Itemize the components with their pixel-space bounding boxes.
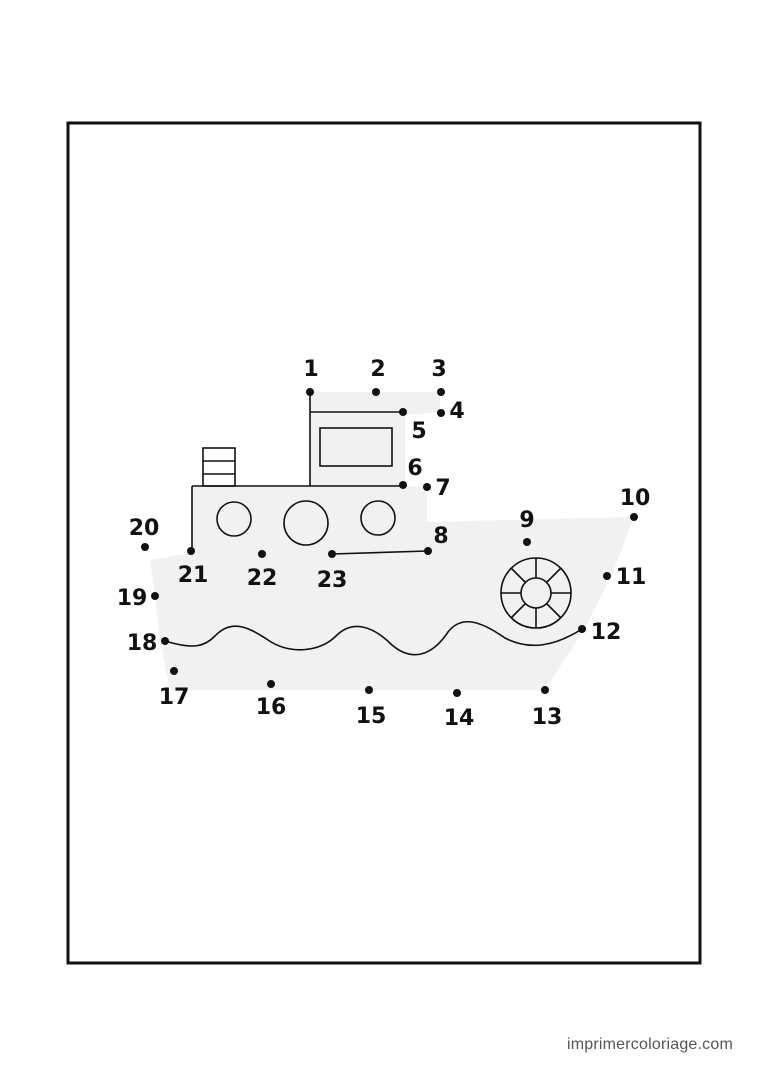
dot-label-6: 6 bbox=[407, 456, 422, 481]
dot-label-4: 4 bbox=[449, 399, 464, 424]
dot-17 bbox=[170, 667, 178, 675]
dot-label-23: 23 bbox=[317, 568, 348, 593]
dot-22 bbox=[258, 550, 266, 558]
dot-8 bbox=[424, 547, 432, 555]
life-buoy bbox=[500, 557, 572, 629]
dot-6 bbox=[399, 481, 407, 489]
dot-3 bbox=[437, 388, 445, 396]
dot-15 bbox=[365, 686, 373, 694]
site-watermark: imprimercoloriage.com bbox=[566, 1036, 733, 1053]
dot-23 bbox=[328, 550, 336, 558]
dot-11 bbox=[603, 572, 611, 580]
dot-5 bbox=[399, 408, 407, 416]
dot-20 bbox=[141, 543, 149, 551]
dot-label-7: 7 bbox=[435, 476, 450, 501]
page-frame bbox=[66, 121, 702, 965]
dot-19 bbox=[151, 592, 159, 600]
dot-10 bbox=[630, 513, 638, 521]
dot-label-9: 9 bbox=[519, 508, 534, 533]
dot-12 bbox=[578, 625, 586, 633]
dot-4 bbox=[437, 409, 445, 417]
dot-2 bbox=[372, 388, 380, 396]
dot-label-1: 1 bbox=[303, 357, 318, 382]
dot-label-5: 5 bbox=[411, 419, 426, 444]
dot-label-21: 21 bbox=[178, 563, 209, 588]
dot-label-10: 10 bbox=[620, 486, 651, 511]
cabin-window bbox=[319, 427, 393, 467]
dot-label-13: 13 bbox=[532, 705, 563, 730]
wave-line bbox=[164, 621, 583, 656]
dot-label-15: 15 bbox=[356, 704, 387, 729]
dot-13 bbox=[541, 686, 549, 694]
dot-label-20: 20 bbox=[129, 516, 160, 541]
dot-9 bbox=[523, 538, 531, 546]
dot-1 bbox=[306, 388, 314, 396]
dot-label-11: 11 bbox=[616, 565, 647, 590]
dot-label-22: 22 bbox=[247, 566, 278, 591]
dot-7 bbox=[423, 483, 431, 491]
dot-label-8: 8 bbox=[433, 524, 448, 549]
dot-label-16: 16 bbox=[256, 695, 287, 720]
dot-label-2: 2 bbox=[370, 357, 385, 382]
dot-14 bbox=[453, 689, 461, 697]
dot-label-18: 18 bbox=[127, 631, 158, 656]
dot-label-3: 3 bbox=[431, 357, 446, 382]
dot-label-14: 14 bbox=[444, 706, 475, 731]
dot-18 bbox=[161, 637, 169, 645]
dot-label-17: 17 bbox=[159, 685, 190, 710]
portholes bbox=[216, 500, 396, 546]
dot-21 bbox=[187, 547, 195, 555]
dot-label-12: 12 bbox=[591, 620, 622, 645]
dot-label-19: 19 bbox=[117, 586, 148, 611]
chimney bbox=[202, 447, 236, 487]
dot-16 bbox=[267, 680, 275, 688]
